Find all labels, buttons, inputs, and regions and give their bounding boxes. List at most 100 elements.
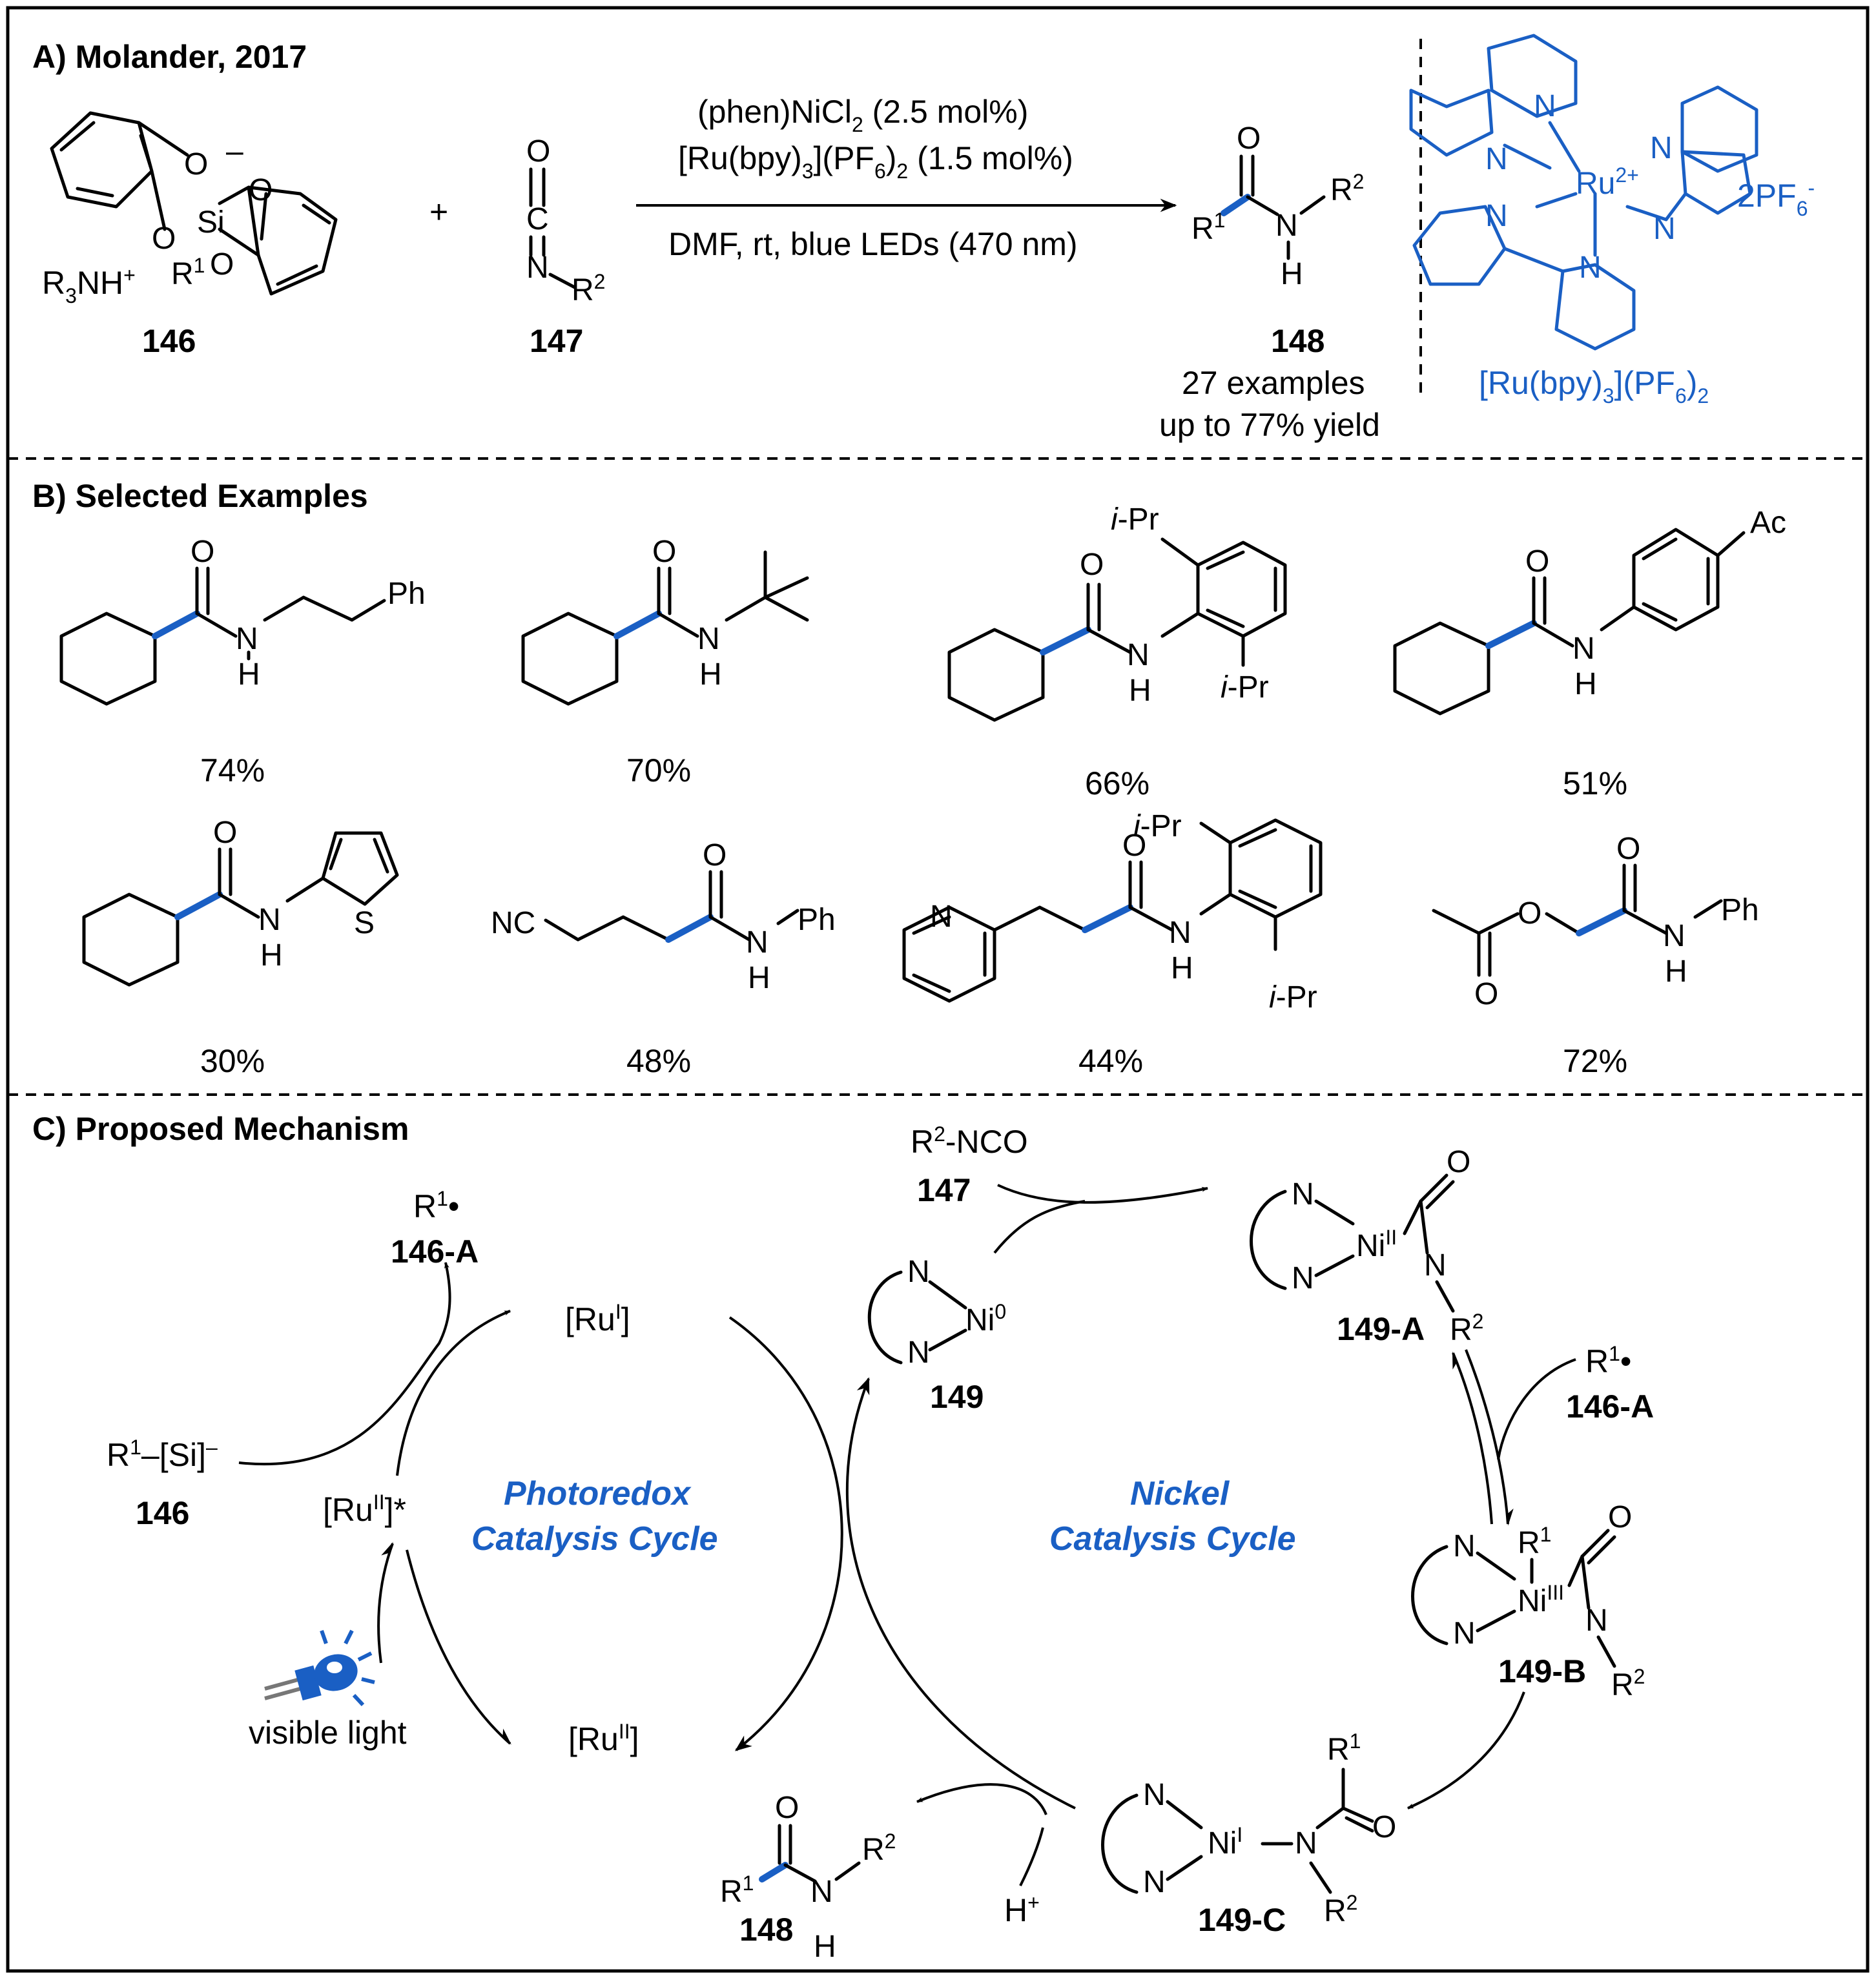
example-2-structure xyxy=(521,550,809,706)
isocyanate-o: O xyxy=(526,134,550,169)
arrow-ni3-to-ni1 xyxy=(1407,1691,1525,1810)
ex3-o: O xyxy=(1080,548,1104,582)
photoredox-cycle-title-2: Catalysis Cycle xyxy=(471,1520,718,1558)
arrow-ru-excited-to-ru-i xyxy=(396,1310,511,1476)
ru-ii-excited-species: [RuII]* xyxy=(323,1490,406,1528)
ex3-ipr-top: i-Pr xyxy=(1111,502,1159,537)
ru-n6: N xyxy=(1579,251,1602,285)
ex6-o: O xyxy=(703,838,727,872)
arrow-radical-release xyxy=(1452,1351,1493,1525)
ru-i-species: [RuI] xyxy=(565,1300,630,1337)
radical-r1: R1• xyxy=(413,1187,459,1224)
ex1-o: O xyxy=(191,535,214,569)
blue-led-icon xyxy=(264,1629,375,1707)
yield-5: 30% xyxy=(200,1043,265,1079)
ex8-n: N xyxy=(1663,919,1685,953)
ex3-ipr-bottom: i-Pr xyxy=(1221,670,1269,705)
mech-product-r1: R1 xyxy=(720,1872,754,1909)
compound-146-label: 146 xyxy=(142,323,196,359)
ex1-ph: Ph xyxy=(387,577,426,611)
ni1-n-amide: N xyxy=(1295,1826,1317,1861)
silicate-atom-o3: O xyxy=(152,222,176,256)
ru-counterion: 2PF6- xyxy=(1737,176,1815,220)
ni3-label: 149-B xyxy=(1498,1653,1586,1689)
ni1-r2: R2 xyxy=(1324,1891,1357,1928)
ni3-r2: R2 xyxy=(1611,1665,1645,1702)
nickel-cycle-title-1: Nickel xyxy=(1130,1475,1230,1512)
arrow-ru-ii-to-ru-excited xyxy=(377,1542,394,1664)
ex2-o: O xyxy=(652,535,676,569)
ru-n3: N xyxy=(1650,131,1673,165)
yield-3: 66% xyxy=(1085,765,1149,801)
ex7-ipr-top: i-Pr xyxy=(1133,809,1182,843)
silicate-atom-o2: O xyxy=(249,173,273,207)
nickel-cycle-title-2: Catalysis Cycle xyxy=(1049,1520,1296,1558)
mech-product-h: H xyxy=(814,1930,836,1964)
example-1-structure xyxy=(59,566,386,706)
ni3-o: O xyxy=(1608,1500,1632,1534)
silicate-atom-o1: O xyxy=(184,147,208,181)
yield-6: 48% xyxy=(626,1043,691,1079)
mech-product-label: 148 xyxy=(739,1912,793,1948)
ru-bpy-complex-structure xyxy=(1409,34,1758,351)
ni1-n1: N xyxy=(1143,1778,1166,1812)
arrow-proton-in xyxy=(1019,1827,1044,1886)
radical-146a-nickel-label: 146-A xyxy=(1566,1388,1654,1425)
yield-7: 44% xyxy=(1078,1043,1143,1079)
ex2-n: N xyxy=(697,622,720,656)
ni3-r1: R1 xyxy=(1518,1523,1551,1560)
ex6-ph: Ph xyxy=(798,903,836,937)
ex8-o-carbonyl: O xyxy=(1474,977,1498,1011)
product-r1: R1 xyxy=(1191,209,1225,246)
yield-1: 74% xyxy=(200,752,265,789)
ex4-o: O xyxy=(1525,544,1549,579)
arrow-ni1-to-ni0 xyxy=(845,1377,1076,1810)
ni2-n1: N xyxy=(1292,1177,1314,1212)
yield-8: 72% xyxy=(1563,1043,1627,1079)
ex6-n: N xyxy=(746,925,768,960)
section-b-heading: B) Selected Examples xyxy=(32,478,368,514)
ex4-h: H xyxy=(1574,667,1597,701)
proton-label: H+ xyxy=(1004,1891,1040,1928)
example-8-structure xyxy=(1432,863,1723,977)
isocyanate-n: N xyxy=(526,251,549,285)
ex3-n: N xyxy=(1127,638,1149,672)
ru-center: Ru2+ xyxy=(1576,163,1639,201)
radical-r1-nickel: R1• xyxy=(1585,1342,1631,1379)
product-o: O xyxy=(1237,121,1261,156)
ni3-center: NiIII xyxy=(1518,1581,1564,1618)
arrow-ru-excited-to-ru-ii xyxy=(406,1549,511,1745)
arrow-radical-capture xyxy=(1465,1349,1514,1526)
scope-yield: up to 77% yield xyxy=(1159,407,1380,443)
ex3-h: H xyxy=(1129,674,1151,708)
ex7-ipr-bottom: i-Pr xyxy=(1269,980,1317,1015)
ni1-o: O xyxy=(1372,1810,1396,1844)
ni1-label: 149-C xyxy=(1198,1902,1286,1938)
yield-2: 70% xyxy=(626,752,691,789)
ni0-n1: N xyxy=(907,1255,930,1289)
example-4-structure xyxy=(1393,528,1746,716)
example-7-structure xyxy=(902,818,1323,1003)
ru-n2: N xyxy=(1485,142,1508,176)
silicate-atom-o4: O xyxy=(210,247,234,282)
arrow-radical-in xyxy=(1497,1358,1576,1460)
silicate-charge: – xyxy=(226,134,243,169)
silicate-146-structure xyxy=(50,111,338,296)
photoredox-cycle-title-1: Photoredox xyxy=(504,1475,692,1512)
silicate-146-mech: R1–[Si]– xyxy=(107,1436,218,1473)
section-c-heading: C) Proposed Mechanism xyxy=(32,1111,409,1147)
mech-product-o: O xyxy=(775,1791,799,1825)
mech-product-n: N xyxy=(810,1875,833,1909)
isocyanate-mech: R2-NCO xyxy=(911,1122,1028,1160)
ex7-n-pyridine: N xyxy=(930,900,953,934)
ex8-ph: Ph xyxy=(1721,893,1759,927)
example-5-structure xyxy=(82,831,399,987)
ni0-label: 149 xyxy=(930,1379,984,1415)
condition-ru: [Ru(bpy)3](PF6)2 (1.5 mol%) xyxy=(678,140,1073,183)
arrow-ni0-to-ni2 xyxy=(993,1200,1086,1254)
example-6-structure xyxy=(544,870,799,943)
mech-product-r2: R2 xyxy=(862,1830,896,1867)
ex7-n: N xyxy=(1169,916,1191,950)
compound-147-label: 147 xyxy=(530,323,583,359)
condition-solvent: DMF, rt, blue LEDs (470 nm) xyxy=(668,226,1078,262)
